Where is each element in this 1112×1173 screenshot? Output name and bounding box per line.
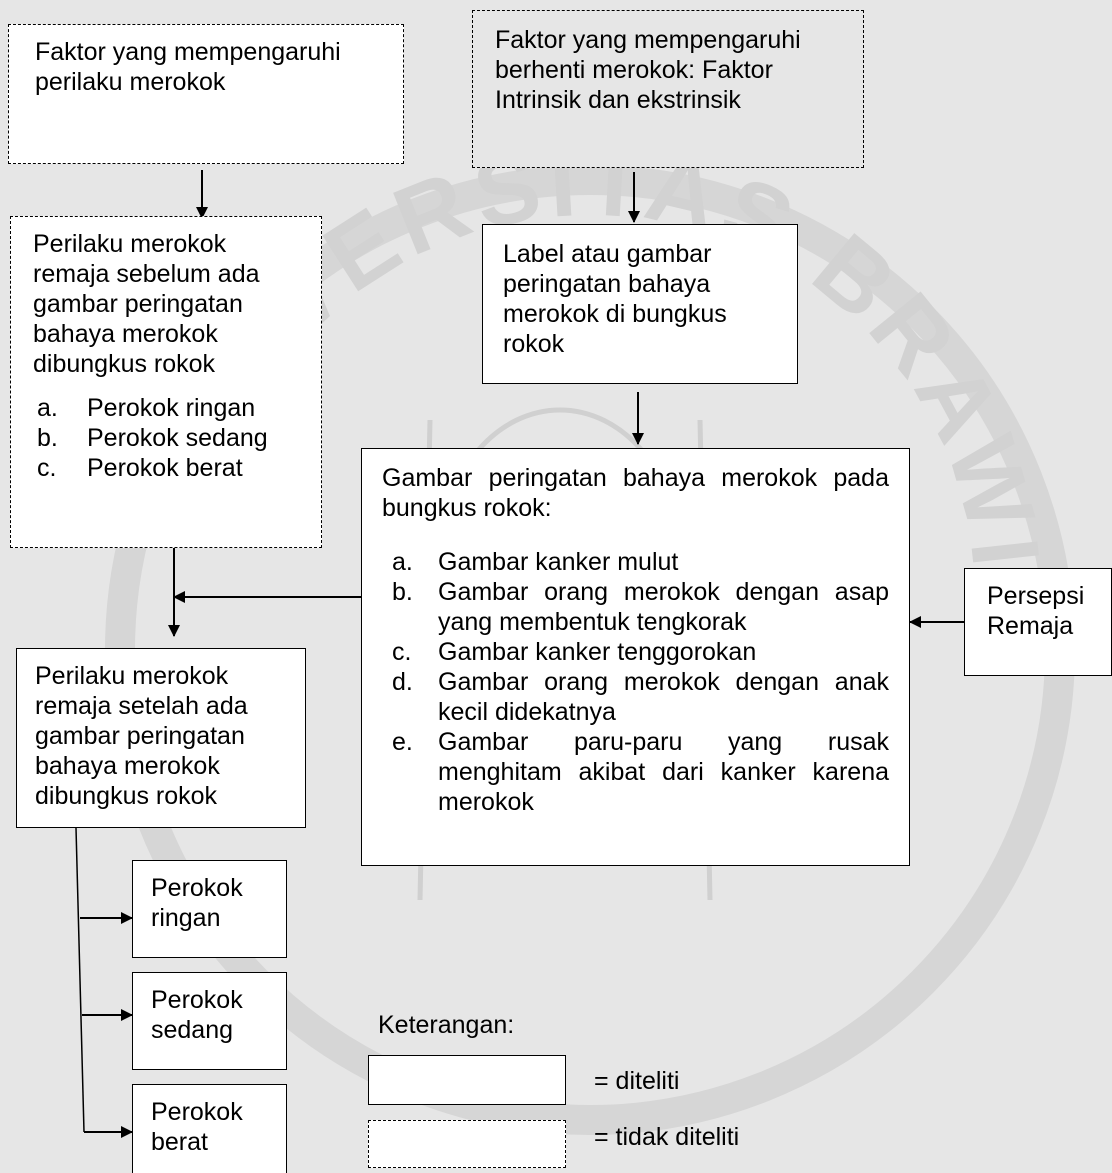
list-item: a. Perokok ringan [33,393,307,423]
setelah-text: Perilaku merokok remaja setelah ada gamb… [35,662,248,810]
ringan-text: Perokok ringan [151,874,243,932]
box-faktor-berhenti: Faktor yang mempengaruhi berhenti meroko… [472,10,864,168]
legend-solid-label: = diteliti [594,1067,680,1095]
list-letter: d. [392,668,413,696]
gambar-list: a. Gambar kanker mulut b. Gambar orang m… [382,547,889,817]
list-text: Gambar orang merokok dengan anak kecil d… [438,668,889,726]
list-letter: a. [392,548,413,576]
list-text: Gambar kanker tenggorokan [438,638,757,666]
legend-title: Keterangan: [378,1011,515,1039]
sebelum-text: Perilaku merokok remaja sebelum ada gamb… [33,230,260,378]
list-item: d. Gambar orang merokok dengan anak keci… [382,667,889,727]
box-perilaku-setelah: Perilaku merokok remaja setelah ada gamb… [16,648,306,828]
list-text: Gambar paru-paru yang rusak menghitam ak… [438,728,889,816]
box-label-gambar: Label atau gambar peringatan bahaya mero… [482,224,798,384]
legend-dashed-label: = tidak diteliti [594,1123,740,1151]
label-gambar-text: Label atau gambar peringatan bahaya mero… [503,240,727,358]
legend-solid-swatch [368,1055,566,1105]
box-faktor-perilaku: Faktor yang mempengaruhi perilaku meroko… [8,24,404,164]
faktor-perilaku-text: Faktor yang mempengaruhi perilaku meroko… [35,38,341,96]
box-persepsi: Persepsi Remaja [964,568,1112,676]
list-text: Perokok sedang [87,424,268,452]
list-text: Gambar orang merokok dengan asap yang me… [438,578,889,636]
line-setelah-down [75,827,85,1133]
legend-dashed-swatch [368,1120,566,1168]
list-item: e. Gambar paru-paru yang rusak menghitam… [382,727,889,817]
box-perilaku-sebelum: Perilaku merokok remaja sebelum ada gamb… [10,216,322,548]
berat-text: Perokok berat [151,1098,243,1156]
sedang-text: Perokok sedang [151,986,243,1044]
list-item: b. Gambar orang merokok dengan asap yang… [382,577,889,637]
list-letter: b. [392,578,413,606]
list-letter: c. [392,638,412,666]
box-gambar-peringatan: Gambar peringatan bahaya merokok pada bu… [361,448,910,866]
sebelum-list: a. Perokok ringan b. Perokok sedang c. P… [33,393,307,483]
box-perokok-ringan: Perokok ringan [132,860,287,958]
gambar-peringatan-text: Gambar peringatan bahaya merokok pada bu… [382,464,889,522]
list-letter: c. [37,454,57,482]
persepsi-text: Persepsi Remaja [987,582,1085,640]
list-item: b. Perokok sedang [33,423,307,453]
list-text: Gambar kanker mulut [438,548,679,576]
list-letter: b. [37,424,58,452]
list-item: a. Gambar kanker mulut [382,547,889,577]
list-item: c. Perokok berat [33,453,307,483]
list-text: Perokok berat [87,454,243,482]
faktor-berhenti-text: Faktor yang mempengaruhi berhenti meroko… [495,26,801,114]
box-perokok-berat: Perokok berat [132,1084,287,1173]
list-item: c. Gambar kanker tenggorokan [382,637,889,667]
list-letter: a. [37,394,58,422]
list-letter: e. [392,728,413,756]
list-text: Perokok ringan [87,394,256,422]
box-perokok-sedang: Perokok sedang [132,972,287,1070]
